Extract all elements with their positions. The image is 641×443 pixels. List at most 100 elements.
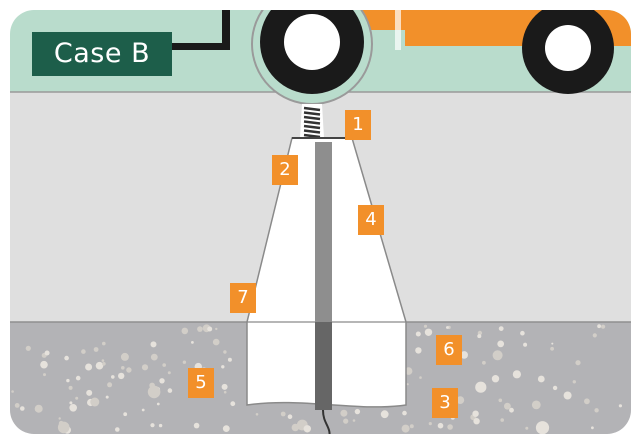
truck-wheel-icon bbox=[251, 10, 373, 105]
pebble bbox=[550, 346, 554, 351]
pebble bbox=[563, 391, 572, 400]
spring-coil bbox=[303, 133, 321, 139]
pebble bbox=[167, 371, 171, 375]
pebble bbox=[460, 351, 469, 359]
pebble bbox=[340, 409, 348, 417]
pebble bbox=[43, 373, 46, 377]
pebble bbox=[230, 401, 236, 407]
pebble bbox=[482, 360, 486, 365]
pebble bbox=[492, 350, 503, 361]
pebble bbox=[40, 360, 48, 369]
pebble bbox=[424, 328, 433, 336]
badge-1: 1 bbox=[345, 110, 371, 140]
pebble bbox=[343, 418, 349, 424]
spring-coil bbox=[303, 124, 321, 130]
badge-3: 3 bbox=[432, 388, 458, 418]
pebble bbox=[512, 370, 522, 379]
pebble bbox=[34, 404, 43, 413]
pebble bbox=[594, 408, 599, 413]
pebble bbox=[207, 326, 213, 332]
pebble bbox=[156, 402, 160, 406]
pebble bbox=[121, 366, 125, 370]
badge-6: 6 bbox=[436, 335, 462, 365]
pebble bbox=[68, 385, 73, 390]
spring-coil bbox=[303, 120, 321, 125]
pebble bbox=[159, 378, 165, 384]
pebble bbox=[64, 355, 69, 361]
pebble bbox=[601, 324, 606, 329]
pebble bbox=[402, 410, 407, 416]
pebble bbox=[167, 388, 173, 393]
pebble bbox=[504, 402, 511, 410]
pebble bbox=[147, 385, 161, 399]
pebble bbox=[141, 408, 145, 412]
pebble bbox=[575, 360, 581, 366]
pebble bbox=[81, 349, 86, 354]
case-label: Case B bbox=[32, 32, 172, 76]
pebble bbox=[498, 326, 504, 331]
pebble bbox=[255, 413, 259, 416]
pebble bbox=[141, 364, 149, 371]
pebble bbox=[75, 375, 81, 381]
pebble bbox=[86, 389, 93, 396]
pebble bbox=[181, 327, 189, 335]
pebble bbox=[572, 380, 576, 384]
pebble bbox=[14, 403, 20, 408]
pebble bbox=[520, 330, 525, 336]
pebble bbox=[223, 350, 227, 354]
pebble bbox=[126, 367, 132, 373]
pebble bbox=[85, 363, 93, 371]
pebble bbox=[477, 334, 482, 339]
pebble bbox=[523, 342, 528, 347]
pebble bbox=[456, 396, 465, 404]
pebble bbox=[93, 347, 99, 352]
pebble bbox=[75, 396, 79, 400]
pebble bbox=[437, 422, 444, 429]
truck-rear-wheel-icon bbox=[522, 10, 614, 94]
pebble bbox=[415, 347, 422, 354]
pebble bbox=[584, 398, 590, 405]
pebble bbox=[354, 408, 361, 415]
pebble bbox=[95, 361, 104, 370]
pebble bbox=[415, 331, 421, 337]
pebble bbox=[101, 359, 105, 362]
pebble bbox=[406, 383, 409, 386]
pebble bbox=[551, 342, 554, 345]
pebble bbox=[11, 390, 14, 393]
spring-icon bbox=[300, 104, 324, 139]
pebble bbox=[409, 424, 414, 429]
pebble bbox=[475, 381, 487, 393]
pebble bbox=[120, 352, 129, 361]
pebble bbox=[66, 378, 70, 383]
pebble bbox=[303, 425, 311, 433]
badge-7: 7 bbox=[230, 283, 256, 313]
pebble bbox=[25, 345, 31, 351]
pebble bbox=[223, 390, 227, 394]
pebble bbox=[182, 360, 187, 364]
pebble bbox=[105, 395, 109, 399]
pebble bbox=[44, 350, 50, 356]
pebble bbox=[212, 338, 220, 346]
pebble bbox=[446, 326, 449, 329]
pebble bbox=[537, 375, 545, 383]
pebble bbox=[111, 375, 115, 379]
pebble bbox=[58, 417, 61, 420]
pebble bbox=[222, 425, 230, 432]
pebble bbox=[102, 362, 106, 366]
pebble bbox=[401, 424, 410, 433]
pebble bbox=[227, 357, 232, 362]
pebble bbox=[280, 411, 286, 417]
spring-coil bbox=[303, 106, 321, 112]
pebble bbox=[552, 385, 558, 391]
badge-5: 5 bbox=[188, 368, 214, 398]
badge-4: 4 bbox=[358, 205, 384, 235]
pebble bbox=[20, 406, 25, 411]
pebble bbox=[123, 412, 128, 417]
spring-coil bbox=[303, 115, 321, 121]
pebble bbox=[69, 404, 77, 412]
pebble bbox=[597, 324, 601, 329]
pebble bbox=[531, 400, 541, 410]
rod-icon bbox=[315, 142, 332, 410]
pebble bbox=[90, 397, 100, 407]
